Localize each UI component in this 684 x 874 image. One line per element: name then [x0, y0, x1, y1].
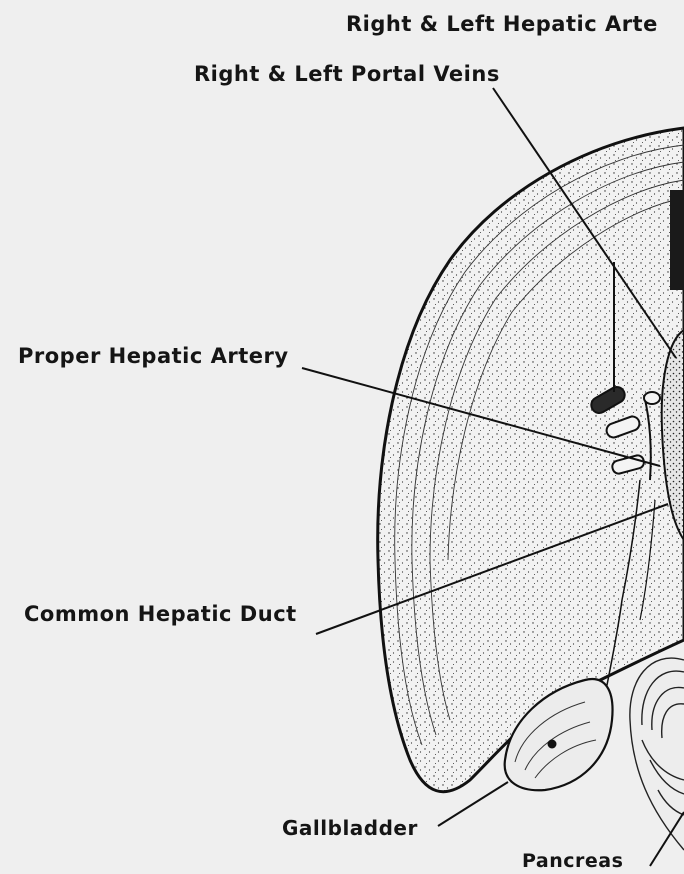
label-portal-veins: Right & Left Portal Veins: [194, 62, 500, 86]
label-proper-hepatic-artery: Proper Hepatic Artery: [18, 344, 289, 368]
label-hepatic-arteries: Right & Left Hepatic Arte: [346, 12, 658, 36]
edge-shadow: [670, 190, 684, 290]
pancreas-structure: [630, 658, 684, 850]
label-common-hepatic-duct: Common Hepatic Duct: [24, 602, 297, 626]
label-gallbladder: Gallbladder: [282, 816, 418, 840]
label-pancreas: Pancreas: [522, 850, 623, 872]
